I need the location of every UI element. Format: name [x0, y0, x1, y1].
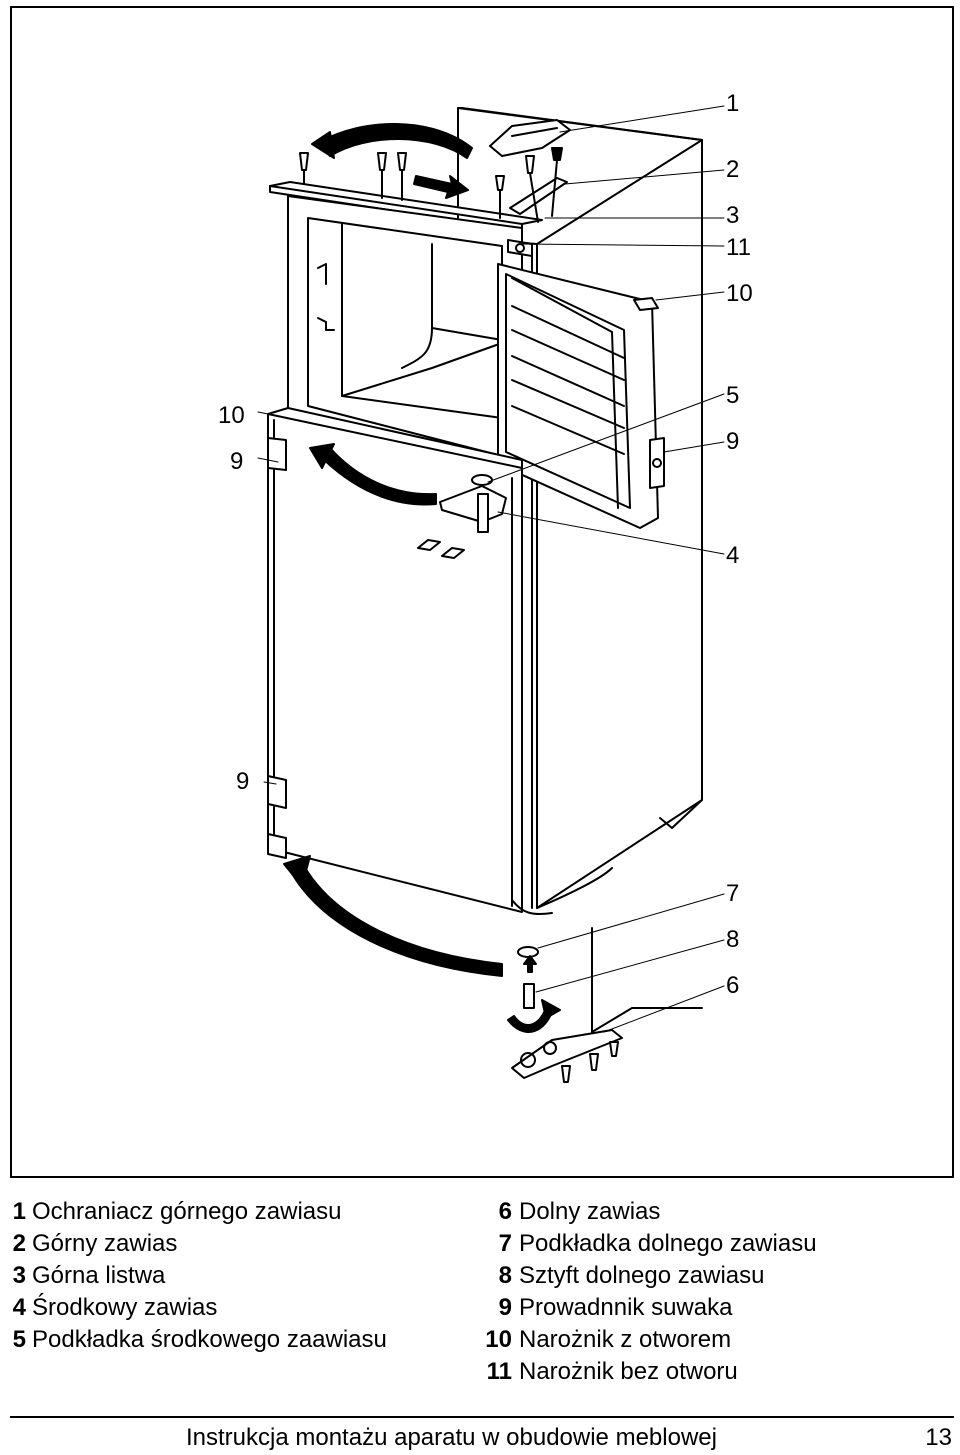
- callout-5: 5: [726, 382, 740, 409]
- top-screws: [299, 147, 563, 223]
- figure-frame: 1 2 3 11 10 5 9 4 10 9 9 7 8 6: [10, 6, 954, 1178]
- legend-number: 4: [12, 1294, 26, 1321]
- leader-lines: [257, 105, 725, 1033]
- callout-10-left: 10: [218, 402, 245, 429]
- legend-number: 2: [12, 1230, 26, 1257]
- legend-number: 1: [12, 1198, 26, 1225]
- legend-number: 6: [498, 1198, 512, 1225]
- footer-title: Instrukcja montażu aparatu w obudowie me…: [186, 1424, 717, 1451]
- legend-number: 11: [486, 1358, 512, 1385]
- fridge-door: [267, 407, 553, 916]
- legend-text: Sztyft dolnego zawiasu: [519, 1262, 765, 1289]
- legend-item: 9 Prowadnnik suwaka: [482, 1292, 817, 1324]
- callout-3: 3: [726, 202, 740, 229]
- legend-text: Dolny zawias: [519, 1198, 661, 1225]
- legend-text: Narożnik z otworem: [519, 1326, 732, 1353]
- page-number: 13: [925, 1424, 952, 1451]
- legend-text: Podkładka środkowego zaawiasu: [32, 1326, 387, 1353]
- legend-item: 10 Narożnik z otworem: [482, 1324, 817, 1356]
- footer-divider: [10, 1416, 954, 1418]
- legend-text: Podkładka dolnego zawiasu: [519, 1230, 817, 1257]
- legend-text: Narożnik bez otworu: [519, 1358, 738, 1385]
- legend-text: Prowadnnik suwaka: [519, 1294, 733, 1321]
- legend-number: 8: [498, 1262, 512, 1289]
- legend-item: 7 Podkładka dolnego zawiasu: [482, 1228, 817, 1260]
- legend-number: 3: [12, 1262, 26, 1289]
- legend-item: 11 Narożnik bez otworu: [482, 1356, 817, 1388]
- callout-9-left-lower: 9: [236, 768, 250, 795]
- arrow-top-straight: [413, 175, 469, 199]
- arrow-top-curved: [319, 123, 473, 159]
- top-hinge: [509, 177, 568, 215]
- legend-number: 9: [498, 1294, 512, 1321]
- legend-right-column: 6 Dolny zawias 7 Podkładka dolnego zawiasu…: [482, 1196, 817, 1388]
- callout-1: 1: [726, 90, 740, 117]
- legend-number: 5: [12, 1326, 26, 1353]
- fridge-hinge-diagram: [257, 105, 725, 1083]
- freezer-door: [497, 239, 665, 529]
- bottom-hinge-area: [507, 927, 703, 1083]
- callout-8: 8: [726, 926, 740, 953]
- middle-hinge: [417, 474, 507, 559]
- legend-item: 6 Dolny zawias: [482, 1196, 817, 1228]
- callout-9-left-upper: 9: [230, 448, 244, 475]
- callout-9-right: 9: [726, 428, 740, 455]
- legend-number: 7: [498, 1230, 512, 1257]
- legend-item: 8 Sztyft dolnego zawiasu: [482, 1260, 817, 1292]
- callout-6: 6: [726, 972, 740, 999]
- arrow-bottom-curved: [289, 865, 503, 977]
- callout-11: 11: [726, 234, 751, 261]
- legend-text: Środkowy zawias: [32, 1294, 218, 1321]
- legend-number: 10: [485, 1326, 512, 1353]
- legend-text: Ochraniacz górnego zawiasu: [32, 1198, 342, 1225]
- callout-10-right: 10: [726, 280, 753, 307]
- legend-text: Górna listwa: [32, 1262, 166, 1289]
- legend-text: Górny zawias: [32, 1230, 178, 1257]
- callout-2: 2: [726, 156, 740, 183]
- callout-4: 4: [726, 542, 740, 569]
- callout-7: 7: [726, 880, 740, 907]
